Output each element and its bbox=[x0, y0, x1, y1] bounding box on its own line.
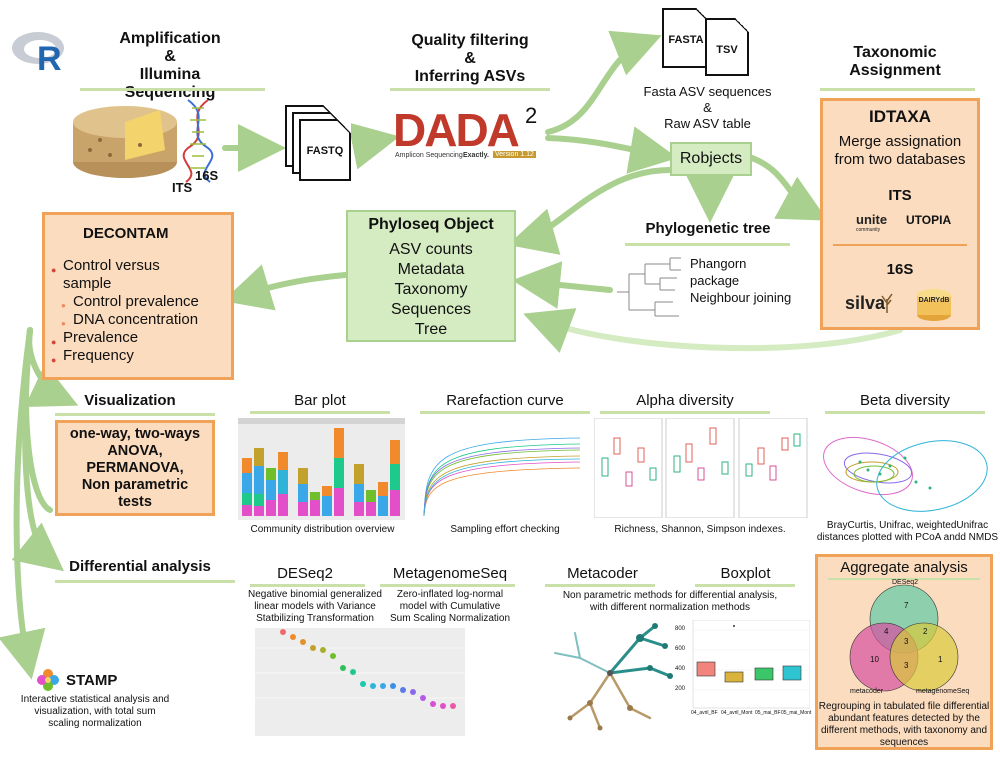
venn-label-deseq2: DESeq2 bbox=[892, 579, 919, 586]
metagenomeseq-desc: Zero-inflated log-normal model with Cumu… bbox=[389, 589, 511, 624]
decontam-title: DECONTAM bbox=[83, 225, 169, 242]
metagenomeseq-title: MetagenomeSeq bbox=[392, 565, 508, 582]
aggregate-title: Aggregate analysis bbox=[840, 559, 968, 576]
unite-logo: unite community bbox=[856, 212, 888, 233]
deseq2-title: DESeq2 bbox=[277, 565, 333, 582]
venn-count: 3 bbox=[904, 661, 909, 670]
venn-count: 10 bbox=[870, 655, 879, 664]
fastq-label: FASTQ bbox=[306, 145, 344, 157]
venn-count: 3 bbox=[904, 637, 909, 646]
deseq2-chart bbox=[255, 628, 465, 736]
boxplot-xtick: 04_avril_BF bbox=[691, 710, 718, 716]
phylo-desc: Phangorn package Neighbour joining bbox=[690, 256, 792, 305]
silva-logo: silva bbox=[845, 293, 886, 313]
boxplot-title: Boxplot bbox=[720, 565, 771, 582]
stamp-title: STAMP bbox=[66, 672, 118, 689]
decontam-item: Control versus sample bbox=[51, 257, 233, 293]
alpha-caption: Richness, Shannon, Simpson indexes. bbox=[614, 524, 786, 535]
aggregate-box: Aggregate analysis DESeq2 7 4 2 3 10 3 1… bbox=[815, 554, 993, 750]
boxplot-ytick: 400 bbox=[675, 666, 686, 672]
venn-count: 2 bbox=[923, 627, 928, 636]
dna-helix bbox=[178, 98, 218, 183]
boxplot-xtick: 05_mai_Mont bbox=[781, 710, 812, 716]
its-heading: ITS bbox=[888, 187, 912, 204]
venn-count: 4 bbox=[884, 627, 889, 636]
phyloseq-item: Sequences bbox=[390, 301, 472, 318]
metacoder-chart bbox=[540, 618, 680, 738]
venn-diagram bbox=[849, 584, 959, 692]
idtaxa-box: IDTAXA Merge assignation from two databa… bbox=[820, 98, 980, 330]
stamp-logo bbox=[36, 668, 60, 692]
venn-label-metacoder: metacoder bbox=[850, 688, 884, 695]
beta-chart bbox=[820, 418, 990, 516]
venn-count: 7 bbox=[904, 601, 909, 610]
aggregate-caption: Regrouping in tabulated file differentia… bbox=[818, 701, 990, 748]
amplification-title: Amplification & Illumina Sequencing bbox=[119, 30, 221, 101]
decontam-item: Frequency bbox=[51, 347, 233, 369]
label-16s: 16S bbox=[195, 168, 219, 183]
rarefaction-caption: Sampling effort checking bbox=[450, 524, 560, 535]
phyloseq-item: Tree bbox=[414, 321, 448, 338]
rarefaction-title: Rarefaction curve bbox=[446, 392, 564, 409]
svg-text:R: R bbox=[37, 40, 62, 73]
r-logo: R bbox=[10, 28, 70, 78]
barplot-title: Bar plot bbox=[294, 392, 346, 409]
phyloseq-item: Metadata bbox=[397, 261, 465, 278]
utopia-label: UTOPIA bbox=[906, 213, 952, 227]
dairydb-logo: DAIRYdB bbox=[915, 287, 953, 323]
phyloseq-item: ASV counts bbox=[389, 241, 473, 258]
venn-label-metagenomeseq: metagenomeSeq bbox=[916, 688, 970, 695]
visualization-title: Visualization bbox=[84, 392, 176, 409]
deseq2-desc: Negative binomial generalized linear mod… bbox=[248, 589, 382, 624]
alpha-title: Alpha diversity bbox=[636, 392, 734, 409]
boxplot-chart: 800 600 400 200 04_avril_BF 04_avril_Mon… bbox=[675, 619, 812, 738]
nonparam-desc: Non parametric methods for differential … bbox=[562, 590, 778, 613]
boxplot-ytick: 200 bbox=[675, 686, 686, 692]
decontam-item: Prevalence bbox=[51, 329, 233, 351]
taxonomic-title: Taxonomic Assignment bbox=[849, 44, 941, 79]
fasta-label: FASTA bbox=[668, 34, 704, 46]
venn-count: 1 bbox=[938, 655, 943, 664]
cheese-image bbox=[70, 100, 180, 180]
quality-title: Quality filtering & Inferring ASVs bbox=[411, 32, 529, 85]
decontam-item: Control prevalence bbox=[61, 293, 233, 315]
robjects-box: Robjects bbox=[670, 142, 752, 176]
tsv-label: TSV bbox=[716, 44, 738, 56]
boxplot-ytick: 800 bbox=[675, 626, 686, 632]
beta-title: Beta diversity bbox=[859, 392, 951, 409]
tests-box: one-way, two-ways ANOVA, PERMANOVA, Non … bbox=[55, 420, 215, 516]
idtaxa-title: IDTAXA bbox=[868, 107, 931, 126]
decontam-item: DNA concentration bbox=[61, 311, 233, 333]
differential-title: Differential analysis bbox=[69, 558, 211, 575]
boxplot-ytick: 600 bbox=[675, 646, 686, 652]
phyloseq-item: Taxonomy bbox=[394, 281, 468, 298]
boxplot-xtick: 04_avril_Mont bbox=[721, 710, 753, 716]
dada2-logo: DADA 2 Amplicon Sequencing. Exactly. Ver… bbox=[393, 103, 538, 159]
idtaxa-subtitle: Merge assignation from two databases bbox=[834, 133, 966, 168]
phylo-tree-icon bbox=[615, 252, 685, 322]
tree-icon bbox=[879, 291, 895, 318]
barplot-chart bbox=[238, 418, 405, 520]
phyloseq-box: Phyloseq Object ASV counts Metadata Taxo… bbox=[346, 210, 516, 342]
stamp-desc: Interactive statistical analysis and vis… bbox=[20, 694, 170, 729]
fasta-caption: Fasta ASV sequences & Raw ASV table bbox=[643, 84, 772, 131]
rarefaction-chart bbox=[420, 420, 588, 518]
phylo-title: Phylogenetic tree bbox=[645, 220, 771, 237]
robjects-label: Robjects bbox=[679, 150, 743, 167]
decontam-box: DECONTAM Control versus sample Control p… bbox=[42, 212, 234, 380]
barplot-caption: Community distribution overview bbox=[250, 524, 395, 535]
s16-heading: 16S bbox=[886, 261, 914, 278]
alpha-chart bbox=[593, 417, 809, 519]
boxplot-xtick: 05_mai_BF bbox=[755, 710, 781, 716]
tests-label: one-way, two-ways ANOVA, PERMANOVA, Non … bbox=[69, 426, 201, 510]
label-its: ITS bbox=[172, 180, 193, 195]
phyloseq-title: Phyloseq Object bbox=[368, 216, 494, 233]
metacoder-title: Metacoder bbox=[567, 565, 638, 582]
beta-caption: BrayCurtis, Unifrac, weightedUnifrac dis… bbox=[816, 520, 999, 543]
